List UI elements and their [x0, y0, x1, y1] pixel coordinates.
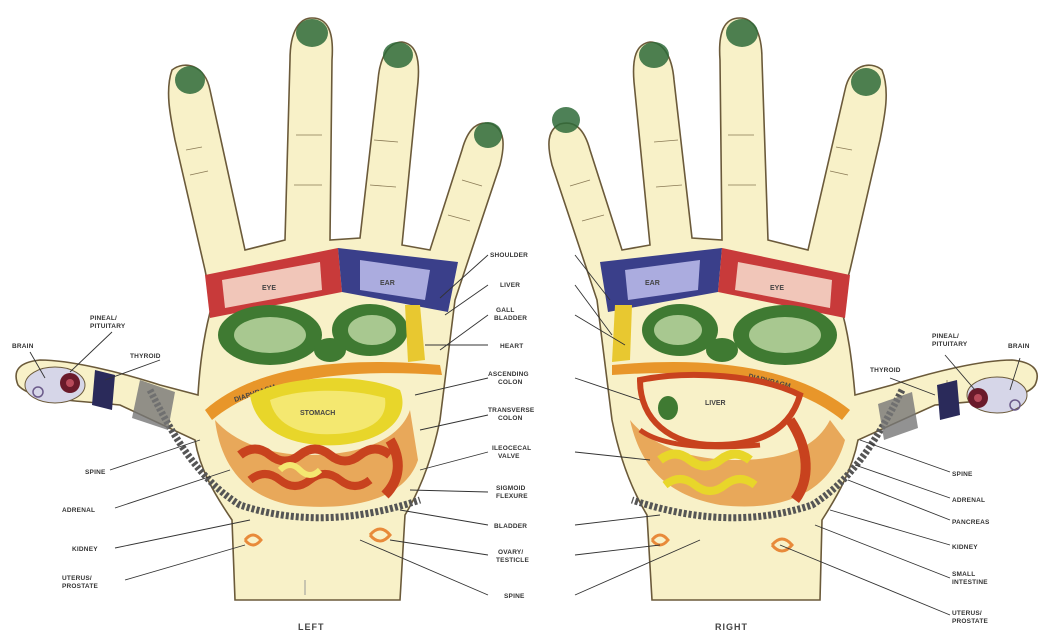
right-pinky-tip [851, 68, 881, 96]
ovary-label-1: OVARY/ [498, 549, 523, 556]
gall-bladder-label-2: BLADDER [494, 315, 527, 322]
right-ring-tip [726, 19, 758, 47]
right-pancreas-label: PANCREAS [952, 519, 990, 526]
bladder-label: BLADDER [494, 523, 527, 530]
left-uterus-label-2: PROSTATE [62, 583, 98, 590]
right-uterus-label-2: PROSTATE [952, 618, 988, 625]
gall-bladder-label-1: GALL [496, 307, 515, 314]
left-ring-tip [296, 19, 328, 47]
right-index-tip [552, 107, 580, 133]
shoulder-label: SHOULDER [490, 252, 528, 259]
left-eye-label: EYE [262, 285, 276, 292]
ovary-label-2: TESTICLE [496, 557, 529, 564]
right-thyroid-label: THYROID [870, 367, 901, 374]
right-middle-tip [639, 42, 669, 68]
left-stomach-label: STOMACH [300, 410, 335, 417]
left-caption: LEFT [298, 622, 325, 632]
left-ear-label: EAR [380, 280, 395, 287]
right-brain-label: BRAIN [1008, 343, 1030, 350]
ascending-colon-label-2: COLON [498, 379, 523, 386]
right-liver-label: LIVER [705, 400, 726, 407]
left-pinky-tip [175, 66, 205, 94]
left-kidney-label: KIDNEY [72, 546, 98, 553]
center-labels: SHOULDER LIVER GALL BLADDER HEART ASCEND… [488, 252, 535, 600]
sigmoid-label-1: SIGMOID [496, 485, 526, 492]
left-uterus-label-1: UTERUS/ [62, 575, 92, 582]
left-adrenal-label: ADRENAL [62, 507, 95, 514]
heart-label: HEART [500, 343, 523, 350]
right-ear-label: EAR [645, 280, 660, 287]
left-middle-tip [383, 42, 413, 68]
left-pineal-label-1: PINEAL/ [90, 315, 117, 322]
left-brain-label: BRAIN [12, 343, 34, 350]
right-pineal-label-1: PINEAL/ [932, 333, 959, 340]
right-hand: EAR EYE DIAPHRAGM LIVER [549, 18, 1037, 600]
ileocecal-label-2: VALVE [498, 453, 520, 460]
right-small-intestine-label-2: INTESTINE [952, 579, 988, 586]
ileocecal-label-1: ILEOCECAL [492, 445, 531, 452]
transverse-colon-label-2: COLON [498, 415, 523, 422]
left-thyroid-label: THYROID [130, 353, 161, 360]
ascending-colon-label-1: ASCENDING [488, 371, 529, 378]
liver-label: LIVER [500, 282, 520, 289]
transverse-colon-label-1: TRANSVERSE [488, 407, 535, 414]
sigmoid-label-2: FLEXURE [496, 493, 528, 500]
left-spine-label: SPINE [85, 469, 106, 476]
center-spine-label: SPINE [504, 593, 525, 600]
right-adrenal-label: ADRENAL [952, 497, 985, 504]
right-kidney-label: KIDNEY [952, 544, 978, 551]
right-small-intestine-label-1: SMALL [952, 571, 975, 578]
right-pineal-label-2: PITUITARY [932, 341, 968, 348]
right-eye-label: EYE [770, 285, 784, 292]
left-pineal-label-2: PITUITARY [90, 323, 126, 330]
right-uterus-label-1: UTERUS/ [952, 610, 982, 617]
right-spine-label: SPINE [952, 471, 973, 478]
left-index-tip [474, 122, 502, 148]
right-caption: RIGHT [715, 622, 748, 632]
